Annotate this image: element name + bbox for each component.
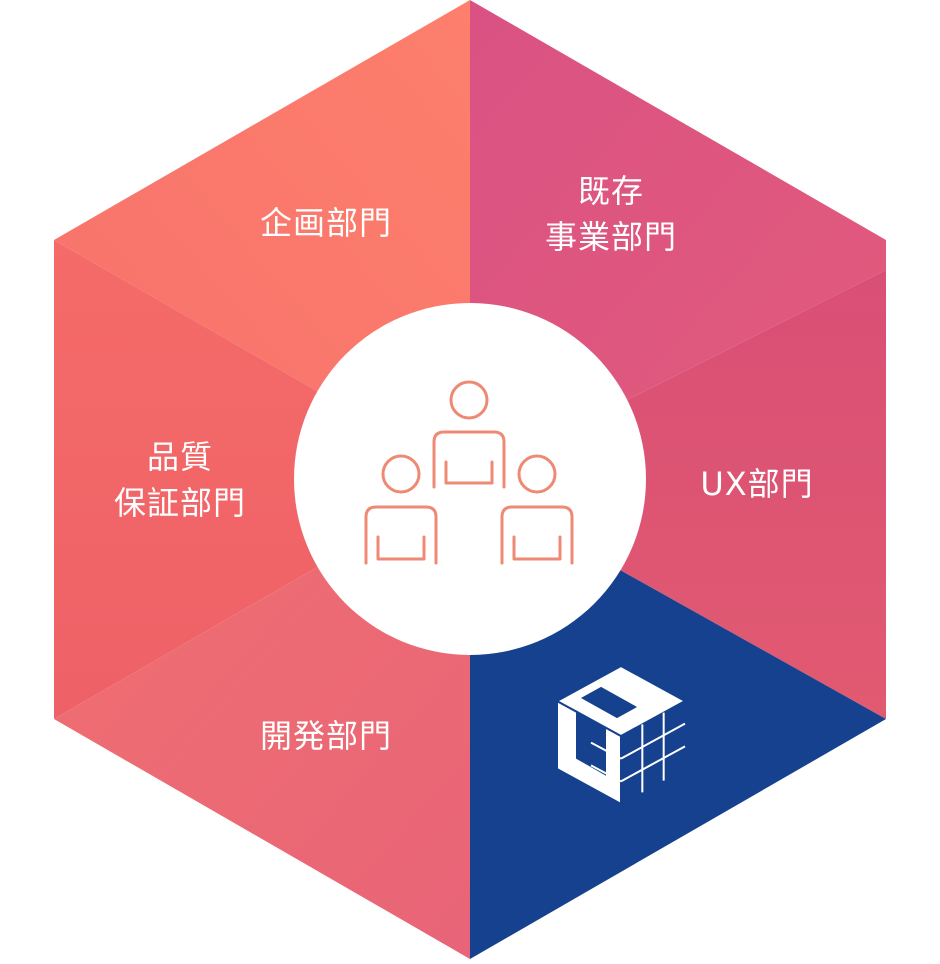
segment-label-qa: 保証部門 <box>114 484 246 522</box>
segment-label-existing-business: 事業部門 <box>545 218 677 256</box>
cube-logo-icon <box>554 664 688 806</box>
people-group-icon <box>364 380 574 565</box>
segment-label-planning: 企画部門 <box>260 204 392 242</box>
segment-label-existing-business: 既存 <box>578 172 644 210</box>
person-icon <box>432 380 506 489</box>
center-circle <box>294 303 646 655</box>
segment-label-qa: 品質 <box>147 438 213 476</box>
person-icon <box>500 454 574 565</box>
person-icon <box>364 454 438 565</box>
segment-ux <box>470 270 886 719</box>
segment-label-ux: UX部門 <box>700 465 813 503</box>
segment-qa <box>54 240 470 719</box>
segment-label-development: 開発部門 <box>260 717 392 755</box>
